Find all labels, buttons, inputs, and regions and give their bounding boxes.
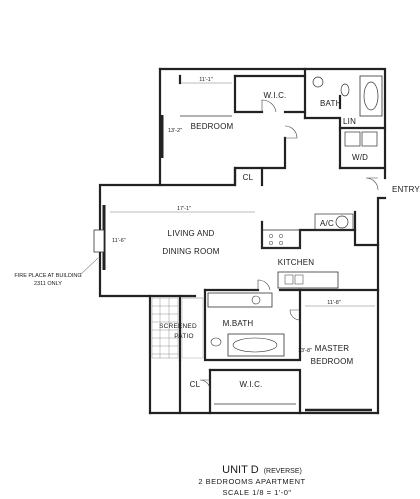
dim-master-depth: 13'-8" xyxy=(298,348,312,354)
exterior-walls xyxy=(98,67,387,415)
washer xyxy=(344,131,361,147)
dim-living-width: 17'-1" xyxy=(177,206,191,212)
master-sink-counter xyxy=(207,292,273,308)
kitchen-counter-top xyxy=(261,229,301,249)
master-tub xyxy=(227,333,285,357)
label-ac: A/C xyxy=(320,219,334,228)
caption-unit-name: UNIT D xyxy=(222,464,259,476)
fixtures xyxy=(180,75,383,405)
doors xyxy=(199,99,379,391)
label-living-2: DINING ROOM xyxy=(162,247,219,256)
toilet-top xyxy=(340,83,350,97)
label-mbath: M.BATH xyxy=(223,319,254,328)
fireplace-note-line-1: FIRE PLACE AT BUILDING xyxy=(14,273,81,279)
label-screened-1: SCREENED xyxy=(159,323,197,330)
label-master-1: MASTER xyxy=(315,344,350,353)
interior-walls xyxy=(148,67,387,415)
room-labels: W.I.C. BATH LIN BEDROOM W/D CL ENTRY LIV… xyxy=(159,91,420,389)
caption-unit-suffix: (REVERSE) xyxy=(264,468,302,475)
fireplace-note: FIRE PLACE AT BUILDING 2311 ONLY xyxy=(14,257,99,287)
label-bath: BATH xyxy=(320,99,342,108)
label-screened-2: PATIO xyxy=(174,333,194,340)
caption-description: 2 BEDROOMS APARTMENT xyxy=(198,477,305,486)
ac-unit xyxy=(335,215,349,229)
master-toilet xyxy=(210,337,222,347)
dim-living-depth: 11'-6" xyxy=(112,238,126,244)
label-wic-top: W.I.C. xyxy=(264,91,287,100)
fireplace-note-line-2: 2311 ONLY xyxy=(34,281,62,287)
dim-master-width: 11'-8" xyxy=(327,300,341,306)
dim-bedroom-depth: 13'-2" xyxy=(168,128,182,134)
label-bedroom: BEDROOM xyxy=(191,122,234,131)
sink-top xyxy=(312,76,324,88)
label-entry: ENTRY xyxy=(392,185,420,194)
label-wic-bottom: W.I.C. xyxy=(240,380,263,389)
label-lin: LIN xyxy=(343,117,356,126)
caption-unit: UNIT D (REVERSE) xyxy=(222,464,302,476)
kitchen-counter-bottom xyxy=(277,271,339,289)
label-kitchen: KITCHEN xyxy=(278,258,315,267)
dimension-labels: 11'-1" 13'-2" 17'-1" 11'-6" 11'-8" 13'-8… xyxy=(110,77,375,354)
label-living-1: LIVING AND xyxy=(168,229,215,238)
label-wd: W/D xyxy=(352,153,368,162)
label-cl-bottom: CL xyxy=(190,380,201,389)
dryer xyxy=(361,131,378,147)
bathtub-top xyxy=(359,75,383,117)
fireplace xyxy=(93,229,105,253)
dim-bedroom-width: 11'-1" xyxy=(199,77,213,83)
caption-scale: SCALE 1/8 = 1'-0" xyxy=(222,488,291,497)
label-cl-top: CL xyxy=(243,173,254,182)
plan-caption: UNIT D (REVERSE) 2 BEDROOMS APARTMENT SC… xyxy=(198,464,305,497)
label-master-2: BEDROOM xyxy=(311,357,354,366)
patio-paving xyxy=(151,297,204,359)
